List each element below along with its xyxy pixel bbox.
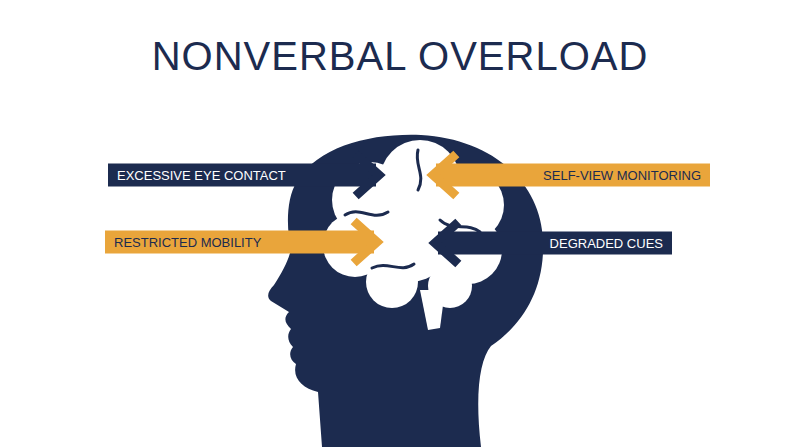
diagram-title: NONVERBAL OVERLOAD (0, 34, 800, 79)
arrow-band: RESTRICTED MOBILITY (105, 220, 380, 264)
arrow-band: DEGRADED CUES (432, 221, 672, 265)
band-label: RESTRICTED MOBILITY (114, 236, 261, 249)
arrow-head (433, 157, 453, 193)
arrow-band: SELF-VIEW MONITORING (430, 153, 710, 197)
arrow-head (357, 224, 377, 260)
arrow-band: EXCESSIVE EYE CONTACT (108, 153, 382, 197)
arrow-head (435, 225, 455, 261)
band-bar (436, 164, 710, 187)
band-label: DEGRADED CUES (550, 237, 663, 250)
arrow-head (359, 157, 379, 193)
band-bar (108, 164, 376, 187)
band-bar (438, 232, 672, 255)
band-label: SELF-VIEW MONITORING (543, 169, 701, 182)
band-bar (105, 231, 374, 254)
band-label: EXCESSIVE EYE CONTACT (117, 169, 286, 182)
